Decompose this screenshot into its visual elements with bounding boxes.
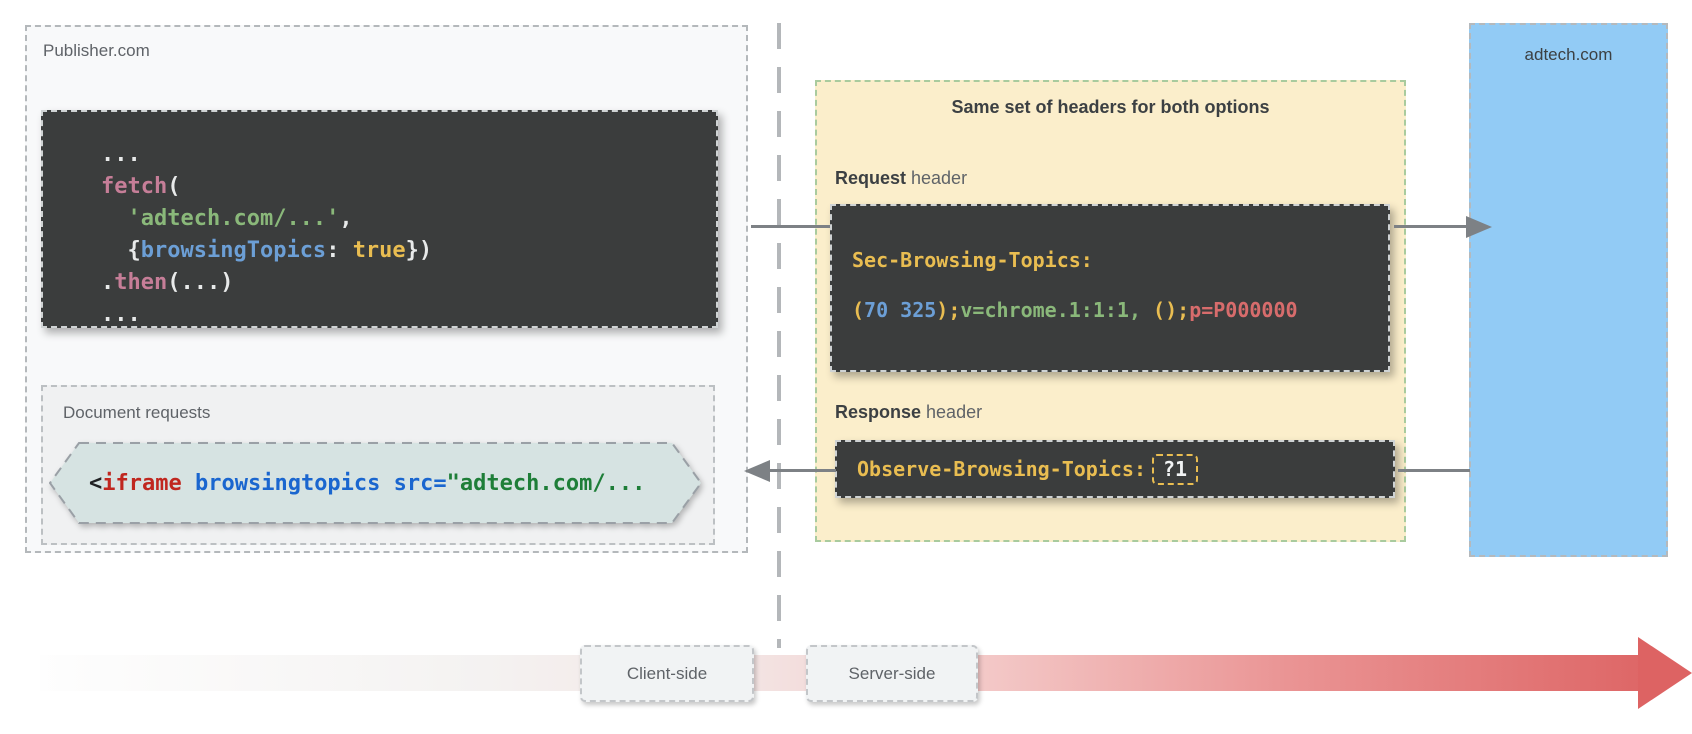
server-side-label: Server-side [848, 663, 936, 683]
adtech-box: adtech.com [1469, 23, 1668, 557]
request-header-name-line: Sec-Browsing-Topics: [852, 248, 1093, 272]
response-header-label-bold: Response [835, 402, 922, 422]
request-header-value-line: (70 325);v=chrome.1:1:1, ();p=P000000 [852, 298, 1298, 322]
document-requests-label: Document requests [63, 403, 211, 422]
response-header-label: Response header [835, 402, 982, 423]
request-header-label: Request header [835, 168, 967, 189]
fetch-code-line: 'adtech.com/...', [127, 206, 353, 231]
response-header-label-rest: header [921, 402, 983, 422]
response-line-from-adtech [1398, 469, 1470, 472]
iframe-chip-shape: <iframe browsingtopics src="adtech.com/.… [48, 442, 703, 524]
server-side-label-box: Server-side [806, 645, 978, 702]
fetch-code-line: ... [101, 142, 141, 167]
headers-panel-title: Same set of headers for both options [951, 97, 1270, 117]
fetch-code-line: ... [101, 302, 141, 327]
client-side-label-box: Client-side [580, 645, 754, 702]
client-server-divider [777, 23, 781, 648]
adtech-label: adtech.com [1524, 45, 1613, 64]
fetch-code-block: ... fetch( 'adtech.com/...', {browsingTo… [41, 110, 718, 328]
timeline-arrowhead-icon [1638, 637, 1692, 709]
fetch-code-line: {browsingTopics: true}) [101, 238, 433, 263]
fetch-request-line [751, 225, 830, 228]
request-header-block: Sec-Browsing-Topics: (70 325);v=chrome.1… [830, 204, 1390, 372]
request-arrow-line [1394, 225, 1468, 228]
request-arrowhead-icon [1466, 216, 1492, 238]
response-arrow-line [768, 469, 836, 472]
publisher-box: Publisher.com ... fetch( 'adtech.com/...… [25, 25, 748, 553]
fetch-code-line: .then(...) [101, 270, 234, 295]
headers-panel: Same set of headers for both options Req… [815, 80, 1406, 542]
hexagon-icon [48, 442, 703, 524]
document-requests-box: Document requests <iframe browsingtopics… [41, 385, 715, 545]
request-header-label-bold: Request [835, 168, 907, 188]
client-side-label: Client-side [626, 663, 708, 683]
fetch-code-line: fetch( [101, 174, 181, 199]
iframe-code-line: <iframe browsingtopics src="adtech.com/.… [89, 470, 646, 496]
request-header-label-rest: header [906, 168, 968, 188]
publisher-label: Publisher.com [43, 41, 150, 60]
response-arrowhead-icon [744, 460, 770, 482]
response-header-line: Observe-Browsing-Topics:?1 [857, 454, 1199, 485]
response-header-block: Observe-Browsing-Topics:?1 [835, 440, 1395, 498]
